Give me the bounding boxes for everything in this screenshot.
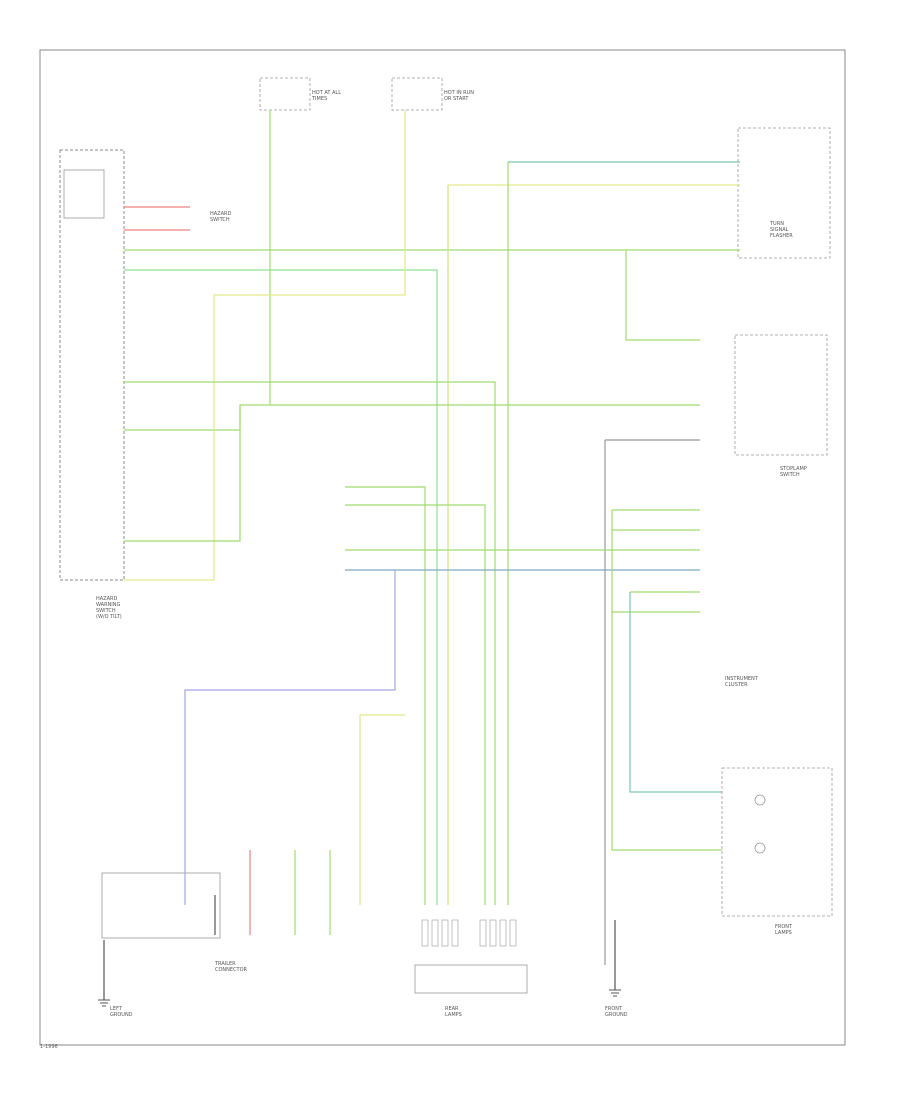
hot-run-fuse-label-1: HOT IN RUN [444, 90, 474, 96]
wire-trailer-yellow [359, 714, 405, 905]
hot-run-fuse-label-2: OR START [444, 96, 469, 102]
trailer-connector-label-2: CONNECTOR [215, 967, 248, 973]
hot-fuse: HOT AT ALL TIMES [259, 77, 341, 111]
hazard-switch-label-3: SWITCH [96, 608, 116, 614]
hot-run-fuse: HOT IN RUN OR START [391, 77, 474, 111]
front-ground: FRONT GROUND [605, 1006, 628, 1018]
wire-green-stop [124, 405, 241, 542]
rear-lamps: REAR LAMPS [414, 964, 528, 1018]
diagram-footer: 1-1996 [40, 1044, 58, 1050]
stoplamp-switch: STOPLAMP SWITCH [734, 334, 828, 478]
front-ground-label-2: GROUND [605, 1012, 628, 1018]
front-lamps-label-1: FRONT [775, 924, 793, 930]
diagram-frame [39, 49, 846, 1046]
left-ground: LEFT GROUND [110, 1006, 133, 1018]
turn-signal-switch: HAZARD SWITCH [210, 211, 232, 223]
rear-lamps-label-1: REAR [445, 1006, 459, 1012]
left-ground-symbol [98, 999, 110, 1007]
hot-fuse-label-2: TIMES [311, 96, 327, 102]
instrument-cluster-label-1: INSTRUMENT [725, 676, 759, 682]
trailer-connector: TRAILER CONNECTOR [101, 872, 248, 973]
ground-symbols [98, 989, 621, 1007]
turn-signal-switch-label-1: HAZARD [210, 211, 232, 217]
turn-signal-switch-label-2: SWITCH [210, 217, 230, 223]
stoplamp-switch-label-2: SWITCH [780, 472, 800, 478]
flasher: TURN SIGNAL FLASHER [737, 127, 831, 259]
hazard-switch-label-1: HAZARD [96, 596, 118, 602]
front-ground-symbol [609, 989, 621, 997]
rear-lamps-label-2: LAMPS [445, 1012, 462, 1018]
trailer-connector-label-1: TRAILER [214, 961, 236, 967]
instrument-cluster-label-2: CLUSTER [725, 682, 748, 688]
wire-stoplamp-1 [625, 250, 700, 341]
flasher-label-1: TURN [769, 221, 784, 227]
rear-connector-pins [421, 919, 517, 947]
left-ground-label-1: LEFT [110, 1006, 123, 1012]
instrument-cluster: INSTRUMENT CLUSTER [725, 676, 759, 688]
flasher-label-3: FLASHER [770, 233, 793, 239]
front-lamps-label-2: LAMPS [775, 930, 792, 936]
hazard-switch: HAZARD WARNING SWITCH (W/O TILT) [59, 149, 125, 620]
wire-green-2 [124, 269, 438, 905]
hot-fuse-label-1: HOT AT ALL [312, 90, 341, 96]
wire-fuse-run [124, 110, 406, 581]
hazard-switch-label-2: WARNING [96, 602, 121, 608]
wire-cluster-6 [611, 510, 722, 851]
wire-conn-2 [345, 504, 486, 905]
left-ground-label-2: GROUND [110, 1012, 133, 1018]
flasher-label-2: SIGNAL [770, 227, 789, 233]
wire-cluster-5 [629, 592, 722, 793]
wires [103, 110, 740, 1000]
stoplamp-switch-label-1: STOPLAMP [780, 466, 807, 472]
hazard-switch-label-4: (W/O TILT) [96, 614, 122, 620]
front-lamps: FRONT LAMPS [721, 767, 833, 936]
wire-conn-1 [345, 486, 426, 905]
front-ground-label-1: FRONT [605, 1006, 623, 1012]
wire-green-mid [124, 381, 496, 905]
wire-blue-down [184, 570, 396, 905]
